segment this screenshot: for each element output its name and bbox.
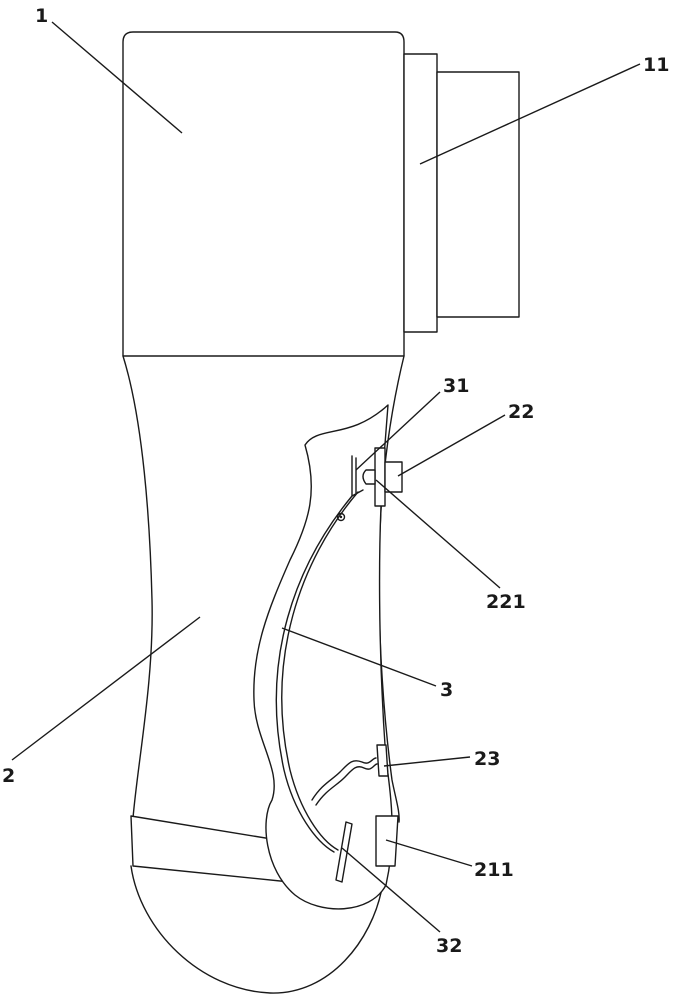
leader-32 (341, 847, 441, 933)
pivot-pin-center (339, 515, 343, 519)
label-32: 32 (436, 935, 462, 957)
leader-3 (281, 627, 437, 687)
switch-housing-22 (374, 447, 386, 507)
switch-button-22 (384, 461, 403, 493)
label-11: 11 (643, 54, 669, 76)
label-221: 221 (486, 591, 526, 613)
leader-31 (355, 391, 441, 471)
linkage-rod-3-inner (275, 495, 353, 853)
linkage-rod-3 (281, 491, 359, 851)
cutaway-window (253, 404, 393, 910)
label-22: 22 (508, 401, 534, 423)
leader-2 (11, 616, 201, 761)
label-1: 1 (35, 5, 48, 27)
label-3: 3 (440, 679, 453, 701)
label-31: 31 (443, 375, 469, 397)
leader-22 (397, 414, 506, 477)
bottom-tip (130, 865, 383, 994)
switch-plunger-221 (362, 469, 376, 485)
side-attachment-outer (436, 71, 520, 318)
side-attachment-inner (403, 53, 438, 333)
wavy-wire (311, 757, 378, 806)
leader-23 (383, 756, 471, 767)
label-23: 23 (474, 748, 500, 770)
upper-housing (122, 31, 405, 357)
label-2: 2 (2, 765, 15, 787)
bottom-paddle-32 (335, 821, 353, 883)
label-211: 211 (474, 859, 514, 881)
leader-1 (51, 21, 183, 134)
component-23 (376, 744, 389, 777)
leader-221 (375, 479, 501, 589)
leader-11 (419, 63, 641, 165)
leader-211 (385, 839, 473, 867)
